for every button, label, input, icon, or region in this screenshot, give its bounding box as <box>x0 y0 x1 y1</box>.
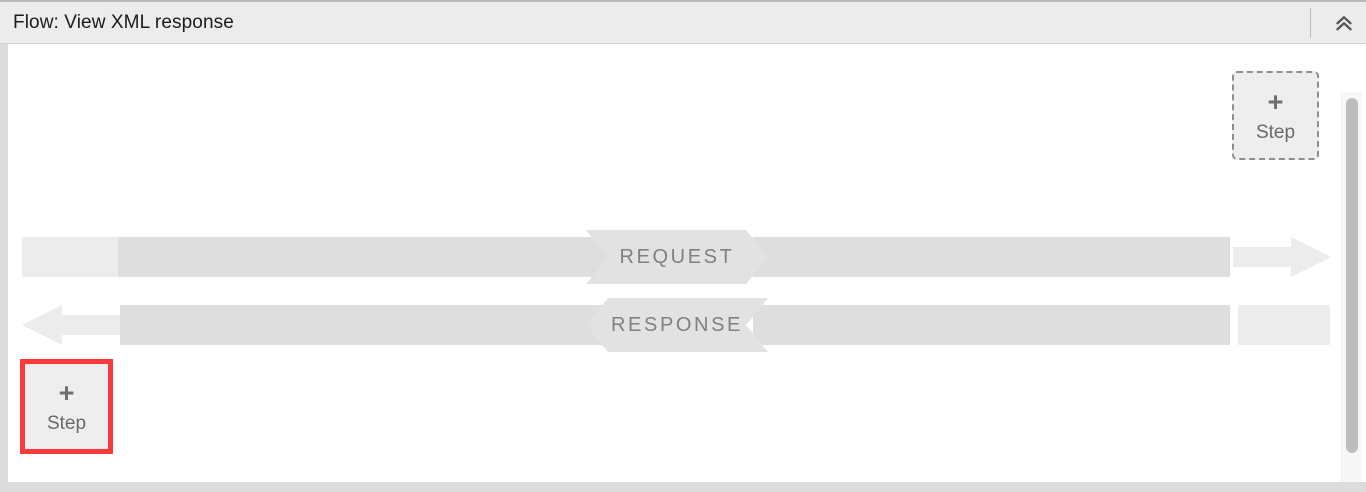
request-segment-start <box>22 237 118 277</box>
flow-canvas[interactable]: + Step REQUEST <box>0 44 1366 492</box>
add-step-label: Step <box>1255 121 1296 143</box>
response-label: RESPONSE <box>611 313 743 336</box>
response-banner: RESPONSE <box>586 298 768 352</box>
response-segment-main-left <box>120 305 618 345</box>
add-step-label: Step <box>46 412 87 434</box>
request-banner: REQUEST <box>586 230 768 284</box>
double-chevron-up-icon[interactable] <box>1326 2 1362 44</box>
plus-icon: + <box>58 377 75 408</box>
add-step-button-bottom-left[interactable]: + Step <box>20 359 113 454</box>
add-step-button-top-right[interactable]: + Step <box>1232 71 1319 160</box>
request-segment-main-left <box>118 237 618 277</box>
response-lane: RESPONSE <box>8 298 1358 352</box>
header-divider <box>1310 7 1311 38</box>
page-title: Flow: View XML response <box>13 11 234 33</box>
request-label: REQUEST <box>619 245 735 268</box>
response-segment-end <box>1238 305 1330 345</box>
request-arrowhead-icon <box>1233 237 1331 277</box>
vertical-scrollbar-thumb[interactable] <box>1346 98 1358 453</box>
request-lane: REQUEST <box>8 230 1358 284</box>
vertical-scrollbar-track[interactable] <box>1341 92 1362 482</box>
plus-icon: + <box>1267 86 1284 117</box>
panel-header: Flow: View XML response <box>0 0 1366 44</box>
response-segment-main-right <box>753 305 1230 345</box>
add-step-button-inner: + Step <box>25 364 108 449</box>
response-arrowhead-icon <box>22 305 120 345</box>
request-segment-main-right <box>753 237 1230 277</box>
